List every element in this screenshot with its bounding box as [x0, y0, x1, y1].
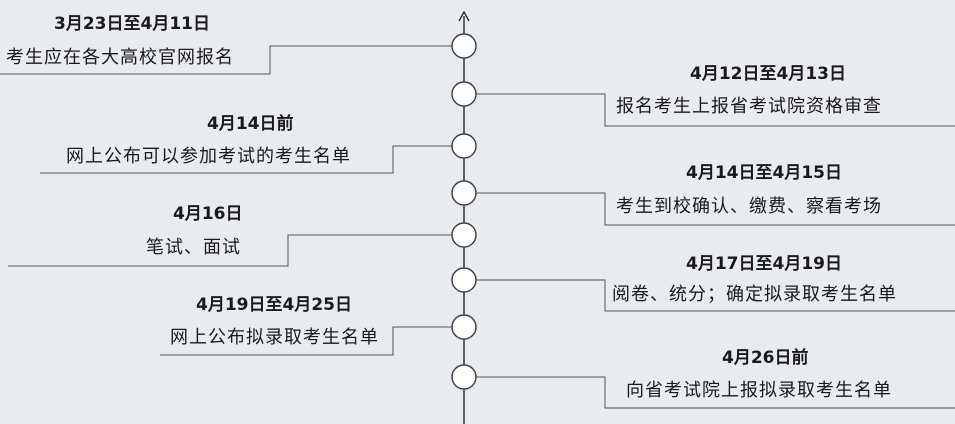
timeline-node: [451, 364, 477, 390]
connector-line: [476, 376, 955, 409]
timeline-node: [451, 81, 477, 107]
connector-line: [160, 326, 452, 356]
timeline-node: [451, 180, 477, 206]
timeline-node: [451, 133, 477, 159]
event-4-date: 4月14日至4月15日: [686, 163, 842, 183]
event-5-text: 笔试、面试: [146, 237, 241, 258]
connector-line: [476, 279, 955, 312]
event-2-text: 报名考生上报省考试院资格审查: [616, 96, 882, 117]
event-7-date: 4月19日至4月25日: [196, 295, 352, 315]
event-2-date: 4月12日至4月13日: [690, 64, 846, 84]
event-5-date: 4月16日: [173, 204, 243, 224]
axis-arrow-icon: [458, 10, 470, 22]
connector-line: [40, 145, 452, 174]
timeline-node: [451, 314, 477, 340]
event-1-text: 考生应在各大高校官网报名: [6, 47, 234, 68]
event-6-date: 4月17日至4月19日: [686, 254, 842, 274]
event-4-text: 考生到校确认、缴费、察看考场: [616, 196, 882, 217]
event-3-date: 4月14日前: [207, 114, 294, 134]
connector-line: [476, 192, 955, 226]
timeline-node: [451, 222, 477, 248]
event-8-date: 4月26日前: [722, 348, 809, 368]
connector-line: [0, 45, 452, 75]
event-3-text: 网上公布可以参加考试的考生名单: [66, 146, 351, 167]
timeline-node: [451, 33, 477, 59]
connector-line: [8, 234, 452, 267]
event-6-text: 阅卷、统分；确定拟录取考生名单: [612, 284, 897, 305]
event-1-date: 3月23日至4月11日: [54, 14, 210, 34]
event-8-text: 向省考试院上报拟录取考生名单: [626, 380, 892, 401]
event-7-text: 网上公布拟录取考生名单: [170, 327, 379, 348]
timeline-node: [451, 267, 477, 293]
connector-line: [476, 93, 955, 127]
